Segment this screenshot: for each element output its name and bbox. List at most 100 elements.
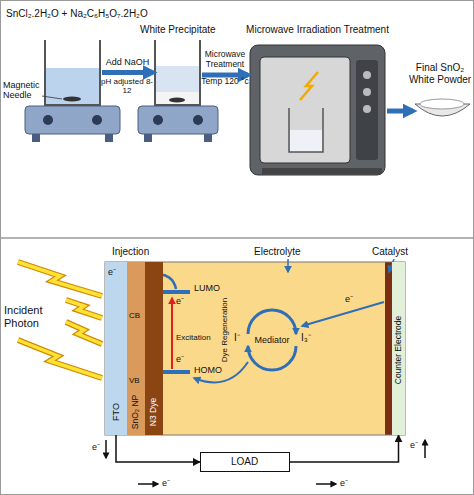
magnetic-stirrer [138, 106, 218, 142]
circuit-wire [290, 435, 399, 462]
beaker [42, 96, 62, 99]
microwave-oven [356, 60, 378, 160]
electrode-band: FTO [105, 262, 127, 435]
beaker [156, 66, 199, 105]
node-text: N3 Dye [149, 398, 159, 426]
ion-label: I₃⁻ [301, 332, 311, 344]
energy-levels [194, 362, 248, 382]
powder-dish [420, 99, 464, 109]
dye-band: N3 Dye [145, 262, 163, 435]
condition-note: Temp 120 °c [199, 77, 251, 87]
magnetic-stirrer [105, 134, 113, 142]
energy-levels [163, 290, 190, 294]
magnetic-stirrer [25, 106, 120, 134]
panel-divider [0, 237, 474, 239]
part-label: Catalyst [372, 246, 408, 258]
microwave-oven [363, 105, 371, 113]
beaker [46, 68, 99, 105]
process-label: Mediator [254, 335, 289, 345]
electron-label: e⁻ [92, 442, 100, 452]
beaker [45, 40, 100, 105]
beaker-stage: SnCl₂.2H₂O + Na₂C₆H₅O₇.2H₂OMagnetic Need… [45, 40, 100, 105]
ion-label: I⁻ [234, 332, 240, 344]
microwave-oven [250, 45, 385, 175]
energy-levels [171, 298, 173, 369]
current-arrows [424, 440, 426, 458]
magnetic-stirrer [193, 115, 203, 125]
energy-levels [163, 370, 190, 374]
counter-electrode-band: Counter Electrode [392, 262, 405, 435]
solar-cell [385, 262, 392, 435]
beaker-stage: White Precipitate [155, 40, 200, 105]
solar-cell [105, 262, 405, 435]
condition-note: pH adjusted 8-12 [100, 77, 154, 95]
current-arrows [105, 440, 107, 458]
flow-arrow [102, 70, 153, 75]
edge-label: Microwave Treatment [200, 50, 250, 70]
microwave-oven [290, 130, 322, 152]
microwave-oven [363, 88, 371, 96]
leader-arrows [287, 259, 289, 272]
level-label: CB [129, 311, 140, 320]
node-text: Counter Electrode [394, 316, 404, 385]
magnetic-stirrer [25, 106, 120, 142]
beaker [42, 40, 100, 105]
mediator-cycle [302, 302, 384, 326]
magnetic-stirrer [204, 134, 212, 142]
solar-cell [163, 262, 385, 435]
beaker [155, 40, 200, 105]
powder-stage: Final SnO₂ White Powder [415, 100, 470, 122]
part-label: Incident Photon [4, 304, 64, 329]
edge-label: Add NaOH [101, 57, 155, 67]
beaker [155, 40, 200, 105]
leader-arrows [288, 259, 394, 272]
node-text: FTO [111, 403, 121, 421]
microwave-oven [250, 45, 385, 175]
node-text: SnCl₂.2H₂O + Na₂C₆H₅O₇.2H₂O [6, 8, 148, 20]
process-label: Excitation [176, 333, 211, 342]
microwave-stage: Microwave Irradiation Treatment [250, 45, 385, 175]
part-label: Injection [112, 246, 149, 258]
powder-dish [415, 99, 470, 116]
magnetic-stirrer [153, 115, 163, 125]
electron-label: e⁻ [410, 440, 418, 450]
node-text: Microwave Irradiation Treatment [240, 24, 395, 36]
beaker [63, 97, 81, 102]
beaker [169, 98, 185, 103]
mediator-cycle [248, 310, 296, 334]
node-text: White Precipitate [140, 24, 216, 36]
mediator-cycle [248, 346, 296, 370]
electron-label: e⁻ [176, 354, 184, 364]
current-arrows [138, 483, 158, 485]
part-label: Electrolyte [254, 246, 301, 258]
microwave-oven [262, 168, 382, 174]
electron-label: e⁻ [108, 267, 116, 277]
magnetic-stirrer [43, 115, 53, 125]
current-arrows [316, 483, 336, 485]
electron-label: e⁻ [340, 478, 348, 488]
node-text: Magnetic Needle [3, 80, 43, 101]
mediator-cycle [248, 302, 384, 370]
level-label: LUMO [194, 283, 220, 293]
circuit-wire [116, 435, 200, 462]
level-label: HOMO [194, 365, 222, 375]
microwave-oven [289, 108, 323, 152]
magnetic-stirrer [32, 134, 40, 142]
microwave-oven [300, 72, 318, 100]
flow-arrow [387, 109, 413, 114]
electron-label: e⁻ [176, 296, 184, 306]
electron-label: e⁻ [345, 294, 353, 304]
load-box: LOAD [200, 452, 290, 472]
semiconductor-band: SnO₂ NP [127, 262, 145, 435]
beaker [156, 92, 199, 105]
microwave-oven [363, 71, 371, 79]
node-text: SnO₂ NP [131, 395, 141, 429]
node-text: LOAD [231, 456, 258, 468]
magnetic-stirrer [138, 106, 218, 134]
magnetic-stirrer [144, 134, 152, 142]
level-label: VB [129, 376, 140, 385]
process-label: Dye Regeneration [220, 298, 229, 362]
microwave-oven [260, 57, 350, 163]
magnetic-stirrer [92, 115, 102, 125]
